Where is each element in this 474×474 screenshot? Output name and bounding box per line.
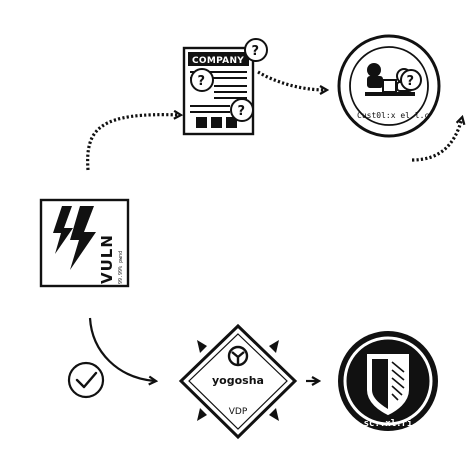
dotted-arrow-company-to-customer: [257, 70, 326, 90]
vuln-title: VULN: [98, 234, 116, 284]
svg-text:?: ?: [198, 74, 206, 89]
badge-white-ring: [343, 336, 433, 426]
company-document: COMPANY ? ? ?: [182, 38, 268, 136]
corner-triangle-icon: [197, 340, 279, 421]
vdp-diamond: [178, 323, 298, 440]
lightning-bolt-icon: [53, 206, 96, 270]
check-circle-icon: [67, 361, 105, 399]
question-bubble-icon: ?: [400, 69, 422, 91]
svg-text:?: ?: [238, 104, 246, 119]
svg-text:?: ?: [407, 74, 415, 89]
shield-icon: [367, 354, 409, 416]
vuln-subtitle: 99.99% pwnd: [118, 251, 124, 284]
question-bubble-icon: ?: [190, 68, 214, 92]
question-bubble-icon: ?: [230, 98, 254, 122]
customer-circle: ? Cust0l:x el.l.c: [337, 34, 441, 138]
solid-arrow-vuln-to-yogosha: [88, 317, 155, 381]
vuln-card: VULN 99.99% pwnd: [39, 198, 130, 288]
security-badge: sc..xl.ri: [338, 331, 438, 431]
dotted-arrow-customer-exit: [411, 118, 462, 162]
customer-outer-ring: [337, 34, 441, 138]
customer-ring-text: Cust0l:x el.l.c: [357, 111, 429, 120]
vdp-label: VDP: [229, 407, 248, 417]
svg-text:?: ?: [252, 44, 260, 59]
company-doc-header-bar: [188, 52, 249, 66]
yogosha-brand: yogosha: [212, 374, 264, 387]
document-blocks: [196, 117, 237, 128]
question-bubble-icon: ?: [244, 38, 268, 62]
badge-text: sc..xl.ri: [364, 418, 413, 429]
customer-inner-ring: [349, 46, 429, 126]
company-label: COMPANY: [192, 56, 244, 66]
yogosha-logo-icon: [227, 345, 249, 367]
yogosha-vdp-badge: yogosha VDP: [178, 323, 298, 440]
vdp-diamond-inner: [188, 333, 288, 430]
dotted-arrow-vuln-to-company: [86, 115, 180, 171]
